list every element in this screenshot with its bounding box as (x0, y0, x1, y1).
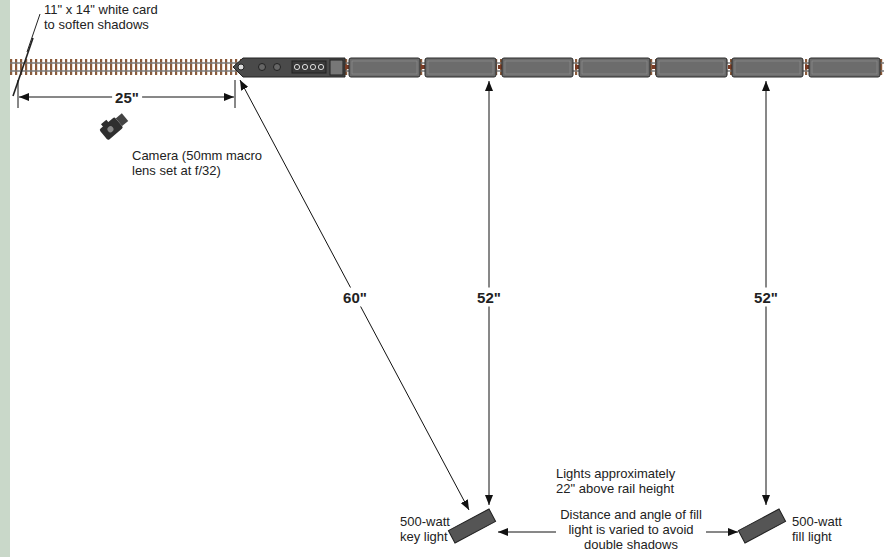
card-note: 11" x 14" white card to soften shadows (44, 2, 170, 32)
passenger-car (498, 58, 573, 77)
extension-line (235, 80, 236, 108)
passenger-car (805, 58, 880, 77)
dimension-label: 60" (340, 288, 370, 307)
passenger-car (345, 58, 420, 77)
dimension-line (240, 80, 469, 510)
key-light (448, 509, 495, 543)
passenger-car (652, 58, 727, 77)
white-card (13, 38, 33, 96)
leader-line (27, 14, 40, 52)
dimension-label: 25" (112, 88, 142, 107)
adjustment-note: Distance and angle of fill light is vari… (558, 507, 704, 552)
locomotive (233, 58, 345, 77)
pointer-arrow (498, 532, 556, 533)
fill-light (738, 509, 785, 543)
light-label: 500-watt key light (400, 514, 458, 544)
passenger-car (575, 58, 650, 77)
side-strip (0, 0, 10, 557)
dimension-label: 52" (474, 288, 504, 307)
extension-line (18, 80, 19, 108)
train-cars (345, 58, 880, 77)
camera-note: Camera (50mm macro lens set at f/32) (132, 148, 266, 178)
passenger-car (421, 58, 496, 77)
height-note: Lights approximately 22" above rail heig… (556, 466, 688, 496)
pointer-arrow (706, 532, 738, 533)
dimension-label: 52" (751, 288, 781, 307)
camera-icon (97, 109, 129, 140)
passenger-car (728, 58, 803, 77)
light-label: 500-watt fill light (792, 514, 852, 544)
